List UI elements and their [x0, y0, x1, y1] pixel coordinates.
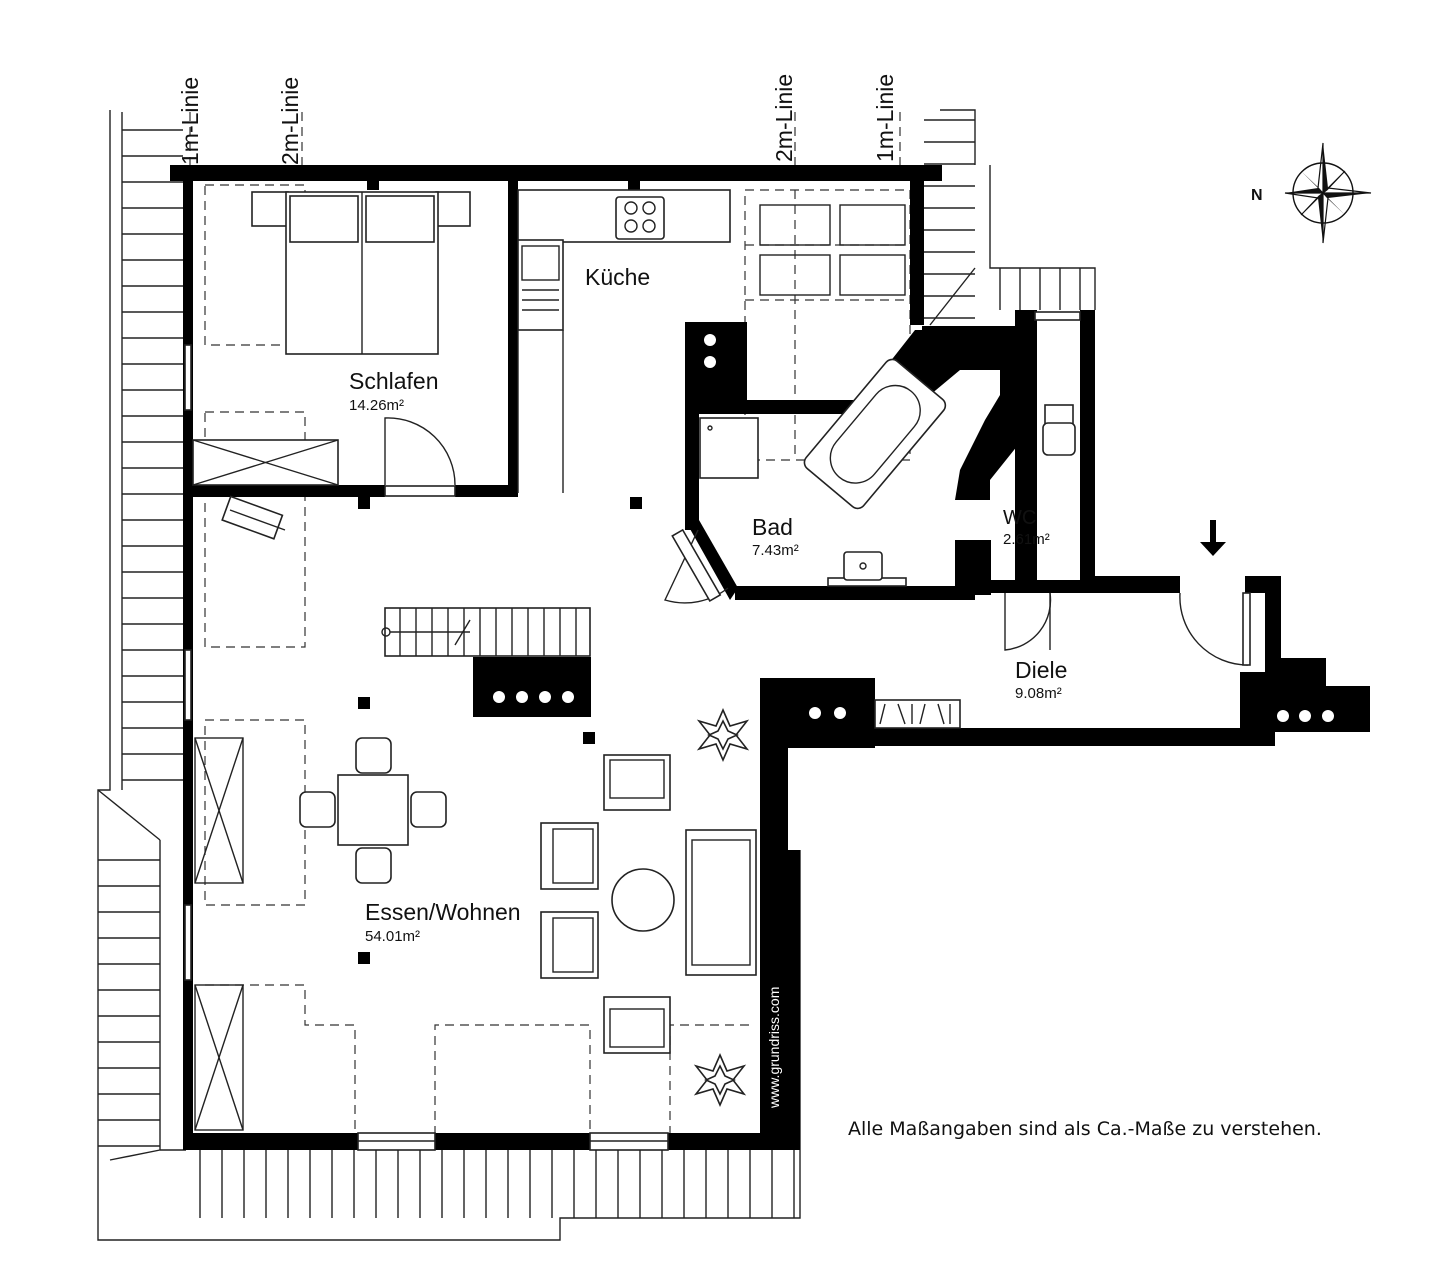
- room-label-bad: Bad: [752, 514, 793, 540]
- living-furniture: [540, 754, 757, 1054]
- room-area-bad: 7.43m²: [752, 542, 799, 559]
- plant-icon-2: [693, 1053, 747, 1107]
- room-label-diele: Diele: [1015, 657, 1067, 683]
- room-area-schlafen: 14.26m²: [349, 397, 404, 414]
- room-area-essen: 54.01m²: [365, 928, 420, 945]
- skylights: [194, 204, 906, 1131]
- room-label-wc: WC: [1003, 507, 1036, 529]
- wardrobe-diele: [874, 699, 961, 729]
- wc-door: [1004, 592, 1052, 651]
- measurement-note: Alle Maßangaben sind als Ca.-Maße zu ver…: [848, 1118, 1322, 1140]
- roof-line-left-1m: 1m-Linie: [177, 77, 203, 165]
- wardrobe: [192, 439, 339, 486]
- desk-lamp: [221, 495, 286, 540]
- stove-icon: [615, 196, 665, 240]
- compass-north-label: N: [1251, 187, 1263, 204]
- chimney-flues: [493, 334, 1334, 722]
- roof-line-right-1m: 1m-Linie: [872, 74, 898, 162]
- shower: [699, 417, 759, 479]
- walls: [170, 165, 1370, 1150]
- compass-rose-icon: [1284, 142, 1372, 244]
- staircase: [381, 607, 591, 657]
- roof-line-left-2m: 2m-Linie: [277, 77, 303, 165]
- toilet: [1042, 404, 1076, 456]
- watermark: www.grundriss.com: [766, 987, 782, 1109]
- room-area-wc: 2.61m²: [1003, 531, 1050, 548]
- room-label-essen: Essen/Wohnen: [365, 899, 521, 925]
- bathtub-icon: [803, 358, 947, 510]
- dining-table: [299, 737, 447, 884]
- room-area-diele: 9.08m²: [1015, 685, 1062, 702]
- room-label-kueche: Küche: [585, 264, 650, 290]
- entrance-door: [1179, 592, 1251, 666]
- windows: [184, 311, 1081, 1151]
- washbasin: [827, 551, 907, 587]
- room-label-schlafen: Schlafen: [349, 368, 439, 394]
- rafter-lines: [98, 119, 1081, 1218]
- bed: [251, 191, 471, 355]
- plant-icon: [696, 708, 750, 762]
- bathroom-door: [664, 528, 729, 604]
- bedroom-door: [384, 417, 456, 497]
- entrance-arrow-icon: [1200, 520, 1226, 556]
- roof-line-right-2m: 2m-Linie: [771, 74, 797, 162]
